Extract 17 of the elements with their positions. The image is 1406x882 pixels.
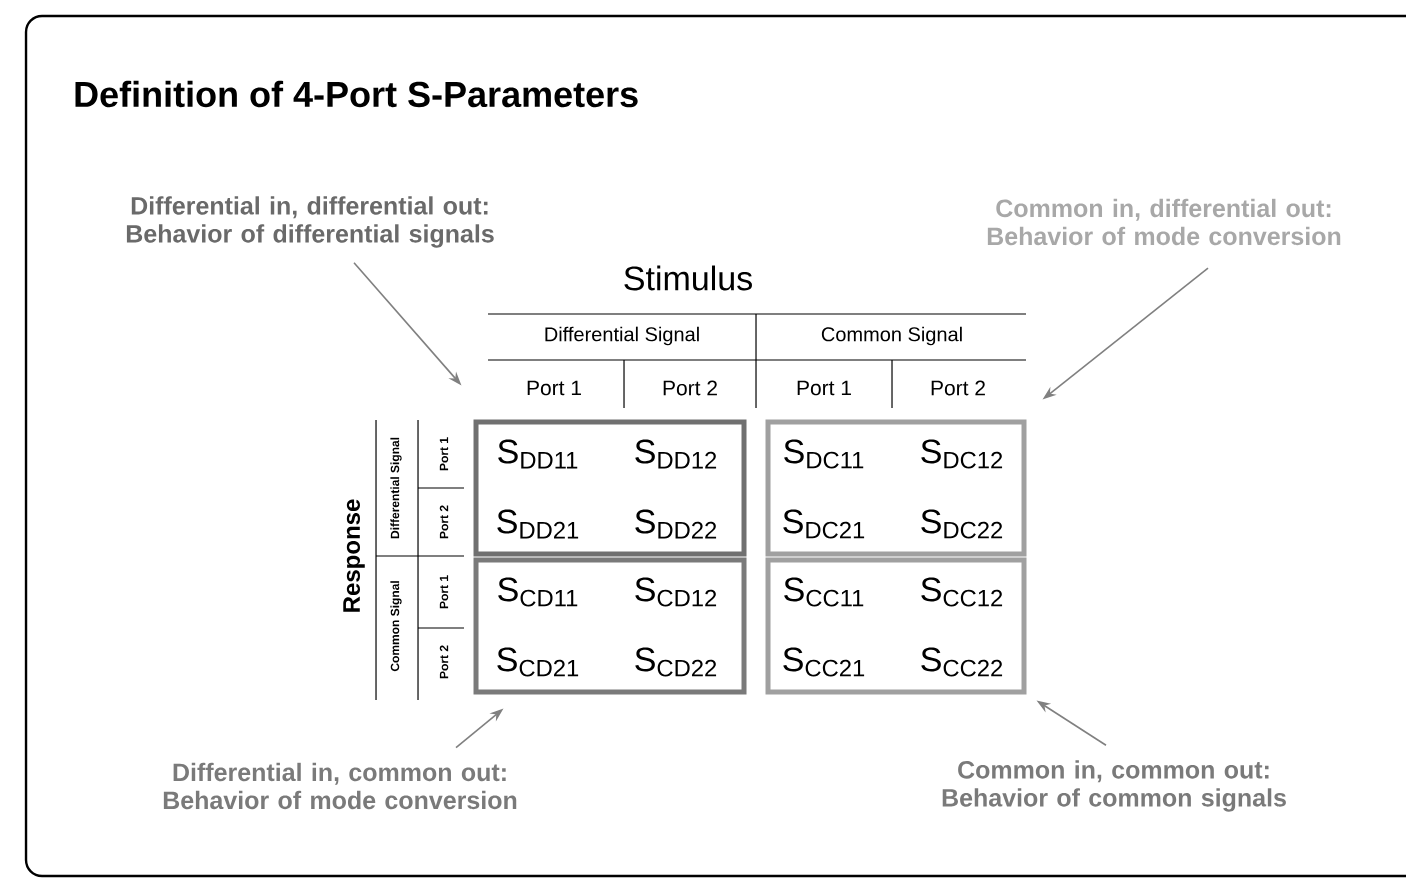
parameter-box: S$_{CC11}$ S$_{CC12}$ S$_{CC21}$ S$_{CC22}$ [765, 557, 1027, 695]
callout-text: Common in, common out: Behavior of common signals [942, 760, 1286, 812]
callout-text: Common in, differential out: Behavior of mode conversion [987, 198, 1341, 246]
header-label: Port 2 [931, 380, 985, 396]
axis-title: Stimulus [624, 265, 752, 291]
header-label: Port 1 [527, 380, 581, 396]
callout-text: Differential in, differential out: Behavior of differential signals [126, 196, 494, 248]
header-label: Port 1 [797, 380, 851, 396]
header-label: Differential Signal [545, 326, 699, 346]
callout-text: Differential in, common out: Behavior of mode conversion [163, 762, 517, 810]
parameter-box: S$_{DC11}$ S$_{DC12}$ S$_{DC21}$ S$_{DC22}$ [765, 419, 1027, 557]
parameter-box: S$_{CD11}$ S$_{CD12}$ S$_{CD21}$ S$_{CD22}$ [473, 557, 747, 695]
axis-title: Response [343, 499, 365, 612]
parameter-box: S$_{DD11}$ S$_{DD12}$ S$_{DD21}$ S$_{DD22}$ [473, 419, 747, 557]
title: Definition of 4-Port S-Parameters [75, 80, 638, 108]
header-label: Port 2 [663, 380, 717, 396]
header-label: Common Signal [821, 326, 962, 346]
